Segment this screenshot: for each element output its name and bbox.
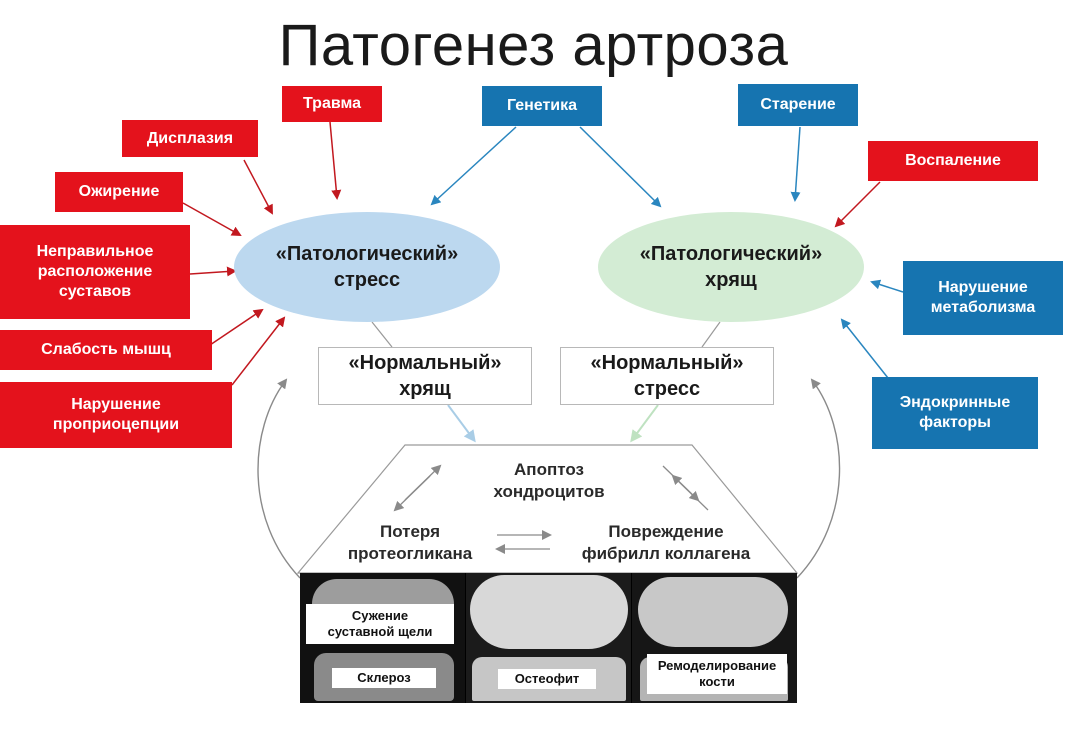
connector-cartilage-normal (701, 321, 721, 348)
arrow-normal-cartilage-down (447, 404, 476, 443)
normal-stress-box: «Нормальный» стресс (560, 347, 774, 405)
arrow-apoptosis-to-proteoglycan (393, 475, 431, 512)
arrow-inflammation (834, 181, 881, 228)
risk-box-obesity: Ожирение (55, 172, 183, 212)
arrow-genetics-right (579, 126, 662, 208)
apoptosis-label: Апоптоз хондроцитов (493, 460, 605, 501)
xray-strip: Сужение суставной щели Склероз Остеофит … (300, 573, 797, 703)
risk-box-malposition: Неправильное расположение суставов (0, 225, 190, 319)
risk-box-trauma: Травма (282, 86, 382, 122)
feedback-curve-left (257, 378, 301, 579)
proteoglycan-label: Потеря протеогликана (347, 522, 473, 563)
arrow-metabolism (870, 279, 904, 293)
feedback-curve-right (796, 378, 841, 579)
arrow-muscle (209, 308, 264, 346)
arrow-trauma (329, 121, 342, 200)
risk-box-proprioception: Нарушение проприоцепции (0, 382, 232, 448)
risk-box-inflammation: Воспаление (868, 141, 1038, 181)
collagen-label: Повреждение фибрилл коллагена (581, 522, 751, 563)
xray-label-remodeling: Ремоделирование кости (647, 654, 787, 694)
diagram-title: Патогенез артроза (278, 13, 789, 78)
risk-box-genetics: Генетика (482, 86, 602, 126)
arrow-normal-stress-down (630, 404, 659, 443)
pathological-stress-ellipse: «Патологический» стресс (234, 212, 500, 322)
arrow-genetics-left (430, 126, 517, 206)
arrow-endocrine (840, 318, 889, 379)
connector-stress-normal (371, 321, 393, 348)
xray-label-narrowing: Сужение суставной щели (306, 604, 454, 644)
xray-label-sclerosis: Склероз (332, 668, 436, 688)
arrow-collagen-to-apoptosis (671, 474, 709, 511)
normal-cartilage-box: «Нормальный» хрящ (318, 347, 532, 405)
arrow-malposition (189, 266, 237, 277)
arrow-proprioception (231, 316, 286, 386)
arrow-dysplasia (243, 159, 273, 215)
arrow-aging (790, 126, 801, 202)
risk-box-endocrine: Эндокринные факторы (872, 377, 1038, 449)
risk-box-metabolism: Нарушение метаболизма (903, 261, 1063, 335)
pathological-cartilage-ellipse: «Патологический» хрящ (598, 212, 864, 322)
xray-label-osteophyte: Остеофит (498, 669, 596, 689)
risk-box-aging: Старение (738, 84, 858, 126)
risk-box-muscle-weakness: Слабость мышц (0, 330, 212, 370)
arrow-obesity (182, 202, 242, 236)
risk-box-dysplasia: Дисплазия (122, 120, 258, 157)
